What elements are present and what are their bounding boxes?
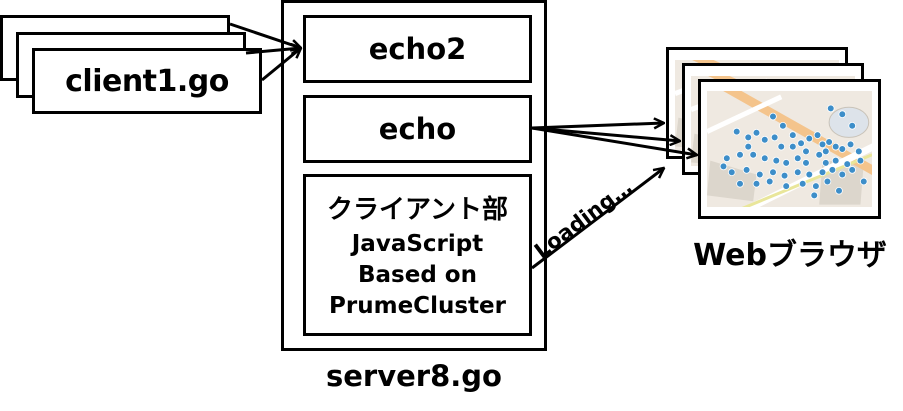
client-part-line-2: Based on [358,262,477,288]
map-marker [818,168,827,176]
map-marker [798,180,807,188]
map-marker [780,171,789,180]
browser-map-front [707,91,872,207]
map-marker [760,154,769,163]
map-marker [760,135,769,144]
arrow-echo-to-browser-back [531,123,664,130]
arrow-client-middle-to-echo2 [245,48,301,53]
map-block [707,160,757,202]
map-marker [722,154,731,163]
map-marker [831,142,840,151]
map-marker [856,156,865,165]
client-part-line-1: JavaScript [351,231,484,257]
map-marker [848,166,857,174]
map-marker [782,159,790,167]
map-marker [777,142,786,151]
client-box-front: client1.go [32,48,262,114]
map-marker [736,180,744,188]
map-marker [736,150,744,159]
map-marker [812,182,820,190]
map-marker [789,131,797,139]
module-echo: echo [303,95,532,163]
map-marker [752,180,761,188]
map-marker [843,160,852,168]
map-marker [742,166,751,174]
map-canvas [707,91,872,207]
map-marker [848,121,857,130]
map-marker [744,133,753,142]
map-marker [719,162,728,171]
server-caption: server8.go [326,359,502,393]
map-marker [813,131,822,139]
map-marker [802,147,810,156]
map-marker [779,121,787,130]
client-part-line-3: PrumeCluster [329,293,506,319]
browser-frame-front [698,79,881,219]
arrow-client-back-to-echo2 [229,22,301,48]
map-road [707,94,783,134]
map-marker [805,134,814,143]
map-marker [805,170,814,179]
map-marker [831,156,840,165]
map-marker [828,166,837,174]
module-echo-label: echo [378,112,457,146]
map-marker [765,177,774,186]
browser-caption: Webブラウザ [693,238,887,273]
module-echo2-label: echo2 [368,32,467,66]
map-marker [835,186,843,195]
map-marker [822,159,830,167]
map-marker [815,150,823,159]
map-marker [749,150,757,159]
arrow-client-part-to-browser [531,168,664,270]
arrow-echo-to-browser-middle [531,126,680,141]
map-marker [802,159,810,167]
map-marker [772,156,781,165]
module-client-part: クライアント部 JavaScript Based on PrumeCluster [303,174,532,336]
map-marker [823,177,832,186]
map-marker [755,170,764,179]
arrow-client-front-to-echo2 [261,48,301,82]
map-marker [838,170,847,179]
map-marker [769,168,777,176]
map-marker [732,127,741,136]
map-marker [752,128,761,137]
map-marker [826,104,835,113]
client-part-title: クライアント部 [327,194,508,225]
map-marker [825,138,833,146]
map-marker [744,142,753,151]
map-marker [859,177,868,186]
arrow-echo-to-browser-front [531,126,697,155]
map-marker [818,140,827,149]
map-marker [855,147,863,156]
map-marker [770,133,779,142]
map-marker [727,168,736,176]
map-marker [769,112,777,121]
client-label: client1.go [65,63,229,99]
map-marker [822,147,830,156]
map-marker [838,145,847,153]
map-marker [846,140,855,149]
map-marker [838,110,847,119]
module-echo2: echo2 [303,15,532,83]
map-marker [810,191,819,200]
map-marker [797,139,805,147]
map-marker [782,182,790,190]
map-marker [789,142,797,151]
map-marker [793,154,802,163]
map-marker [793,168,802,176]
